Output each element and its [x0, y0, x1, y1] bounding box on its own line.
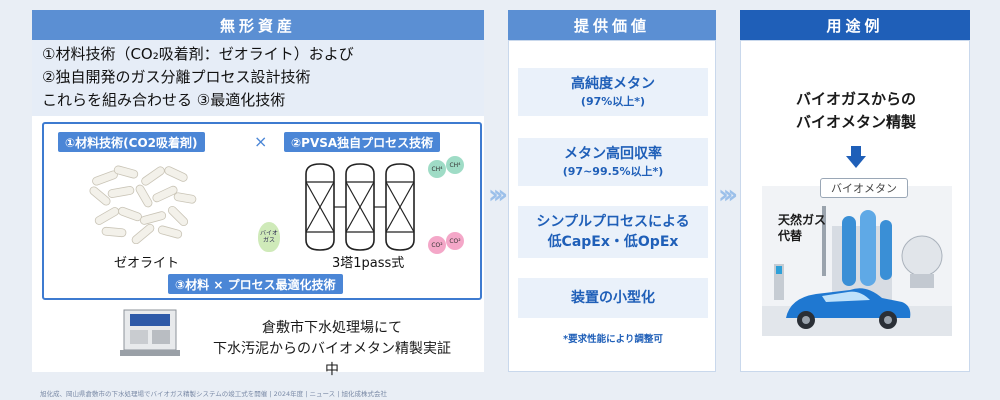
- demo-plant-image: [120, 309, 180, 356]
- tag-optimization-tech: ③材料 × プロセス最適化技術: [168, 274, 343, 294]
- source-citation: 旭化成、岡山県倉敷市の下水処理場でバイオガス精製システムの竣工式を開催 | 20…: [40, 390, 387, 398]
- demo-text: 倉敷市下水処理場にて 下水汚泥からのバイオメタン精製実証中: [212, 318, 452, 381]
- down-arrow-icon: [846, 146, 866, 168]
- value-sub: (97~99.5%以上*): [562, 165, 664, 178]
- natural-gas-label: 天然ガス 代替: [778, 212, 826, 244]
- co2-bubble-1: CO²: [428, 236, 446, 254]
- usecase-line-1: バイオガスからの: [795, 90, 916, 108]
- tag-material-tech: ①材料技術(CO2吸着剤): [58, 132, 205, 152]
- value-title: 装置の小型化: [571, 290, 655, 306]
- performance-note: *要求性能により調整可: [563, 334, 663, 345]
- value-title: 高純度メタン: [571, 76, 655, 92]
- chevron-right-icon: ›››: [488, 180, 508, 210]
- intro-line-3: これらを組み合わせる ③最適化技術: [42, 91, 286, 109]
- value-item-simple-process: シンプルプロセスによる 低CapEx・低OpEx: [518, 206, 708, 258]
- chevron-right-icon: ›››: [718, 180, 738, 210]
- intro-line-1: ①材料技術（CO₂吸着剤：ゼオライト）および: [42, 45, 354, 63]
- header-intangible-assets: 無形資産: [32, 10, 484, 40]
- value-title: シンプルプロセスによる: [536, 214, 690, 230]
- value-item-purity: 高純度メタン (97%以上*): [518, 68, 708, 116]
- natural-gas-line-1: 天然ガス: [778, 213, 827, 227]
- ch4-bubble-1: CH⁴: [428, 160, 446, 178]
- technology-box: ①材料技術(CO2吸着剤) × ②PVSA独自プロセス技術 ゼオライト: [42, 122, 482, 300]
- natural-gas-line-2: 代替: [778, 229, 803, 243]
- zeolite-caption: ゼオライト: [114, 256, 180, 271]
- towers-caption: 3塔1pass式: [332, 256, 405, 271]
- intro-text: ①材料技術（CO₂吸着剤：ゼオライト）および ②独自開発のガス分離プロセス設計技…: [42, 43, 482, 112]
- header-value-provided: 提供価値: [508, 10, 716, 40]
- zeolite-pellets-image: [82, 162, 202, 244]
- demo-line-1: 倉敷市下水処理場にて: [262, 320, 402, 336]
- intro-line-2: ②独自開発のガス分離プロセス設計技術: [42, 68, 311, 86]
- biomethane-label: バイオメタン: [820, 178, 908, 198]
- header-use-case: 用途例: [740, 10, 970, 40]
- demo-line-2: 下水汚泥からのバイオメタン精製実証中: [213, 341, 451, 378]
- ch4-bubble-2: CH⁴: [446, 156, 464, 174]
- tag-pvsa-tech: ②PVSA独自プロセス技術: [284, 132, 441, 152]
- value-item-recovery: メタン高回収率 (97~99.5%以上*): [518, 138, 708, 186]
- usecase-line-2: バイオメタン精製: [795, 113, 916, 131]
- co2-bubble-2: CO²: [446, 232, 464, 250]
- biogas-bubble: バイオガス: [258, 222, 280, 252]
- pvsa-towers-diagram: [305, 163, 415, 251]
- biomethane-plant-illustration: [762, 186, 952, 336]
- cross-symbol: ×: [254, 132, 268, 151]
- value-sub: (97%以上*): [580, 95, 646, 108]
- value-sub: 低CapEx・低OpEx: [547, 234, 679, 250]
- value-title: メタン高回収率: [564, 146, 662, 162]
- value-item-compact: 装置の小型化: [518, 278, 708, 318]
- usecase-title: バイオガスからの バイオメタン精製: [742, 88, 970, 134]
